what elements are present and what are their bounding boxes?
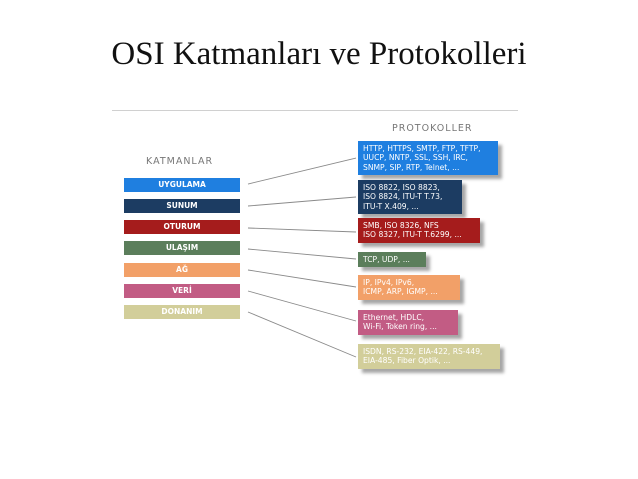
protocol-line: UUCP, NNTP, SSL, SSH, IRC,: [363, 153, 468, 163]
protocol-box-sunum: ISO 8822, ISO 8823, ISO 8824, ITU-T T.73…: [358, 180, 462, 215]
protocol-box-oturum: SMB, ISO 8326, NFS ISO 8327, ITU-T T.629…: [358, 218, 480, 243]
layer-uygulama: UYGULAMA: [124, 178, 240, 192]
slide-title: OSI Katmanları ve Protokolleri: [111, 36, 527, 72]
connector-line-ag: [247, 269, 357, 288]
connector-line-ulasim: [247, 248, 357, 260]
layers-header: KATMANLAR: [146, 156, 214, 167]
protocol-box-uygulama: HTTP, HTTPS, SMTP, FTP, TFTP, UUCP, NNTP…: [358, 141, 498, 176]
protocol-box-donanim: ISDN, RS-232, EIA-422, RS-449, EIA-485, …: [358, 344, 500, 369]
protocols-header: PROTOKOLLER: [392, 123, 473, 134]
protocol-line: Wi-Fi, Token ring, ...: [363, 322, 437, 332]
protocol-line: ISDN, RS-232, EIA-422, RS-449,: [363, 347, 483, 356]
connector-line-veri: [247, 290, 357, 322]
divider-line: [112, 110, 518, 111]
protocol-line: EIA-485, Fiber Optik, ...: [363, 356, 451, 366]
protocol-line: IP, IPv4, IPv6,: [363, 278, 415, 287]
layer-sunum: SUNUM: [124, 199, 240, 213]
protocol-box-ag: IP, IPv4, IPv6, ICMP, ARP, IGMP, ...: [358, 275, 460, 300]
protocol-box-ulasim: TCP, UDP, ...: [358, 252, 426, 268]
layer-donanim: DONANIM: [124, 305, 240, 319]
protocol-line: SNMP, SIP, RTP, Telnet, ...: [363, 162, 460, 172]
layer-ulasim: ULAŞIM: [124, 241, 240, 255]
protocol-line: SMB, ISO 8326, NFS: [363, 221, 439, 230]
protocol-line: ISO 8824, ITU-T T.73,: [363, 192, 443, 202]
protocol-line: ICMP, ARP, IGMP, ...: [363, 287, 438, 297]
protocol-line: Ethernet, HDLC,: [363, 313, 425, 322]
protocol-line: TCP, UDP, ...: [363, 255, 410, 264]
connector-line-sunum: [247, 196, 357, 207]
protocol-line: HTTP, HTTPS, SMTP, FTP, TFTP,: [363, 144, 481, 153]
protocol-line: ISO 8822, ISO 8823,: [363, 183, 440, 192]
protocol-box-veri: Ethernet, HDLC, Wi-Fi, Token ring, ...: [358, 310, 458, 335]
connector-line-uygulama: [247, 157, 357, 185]
connector-line-oturum: [247, 227, 357, 233]
layer-veri: VERİ: [124, 284, 240, 298]
layer-ag: AĞ: [124, 263, 240, 277]
protocol-line: ITU-T X.409, ...: [363, 201, 419, 211]
connector-line-donanim: [247, 311, 357, 358]
layer-oturum: OTURUM: [124, 220, 240, 234]
protocol-line: ISO 8327, ITU-T T.6299, ...: [363, 230, 462, 240]
